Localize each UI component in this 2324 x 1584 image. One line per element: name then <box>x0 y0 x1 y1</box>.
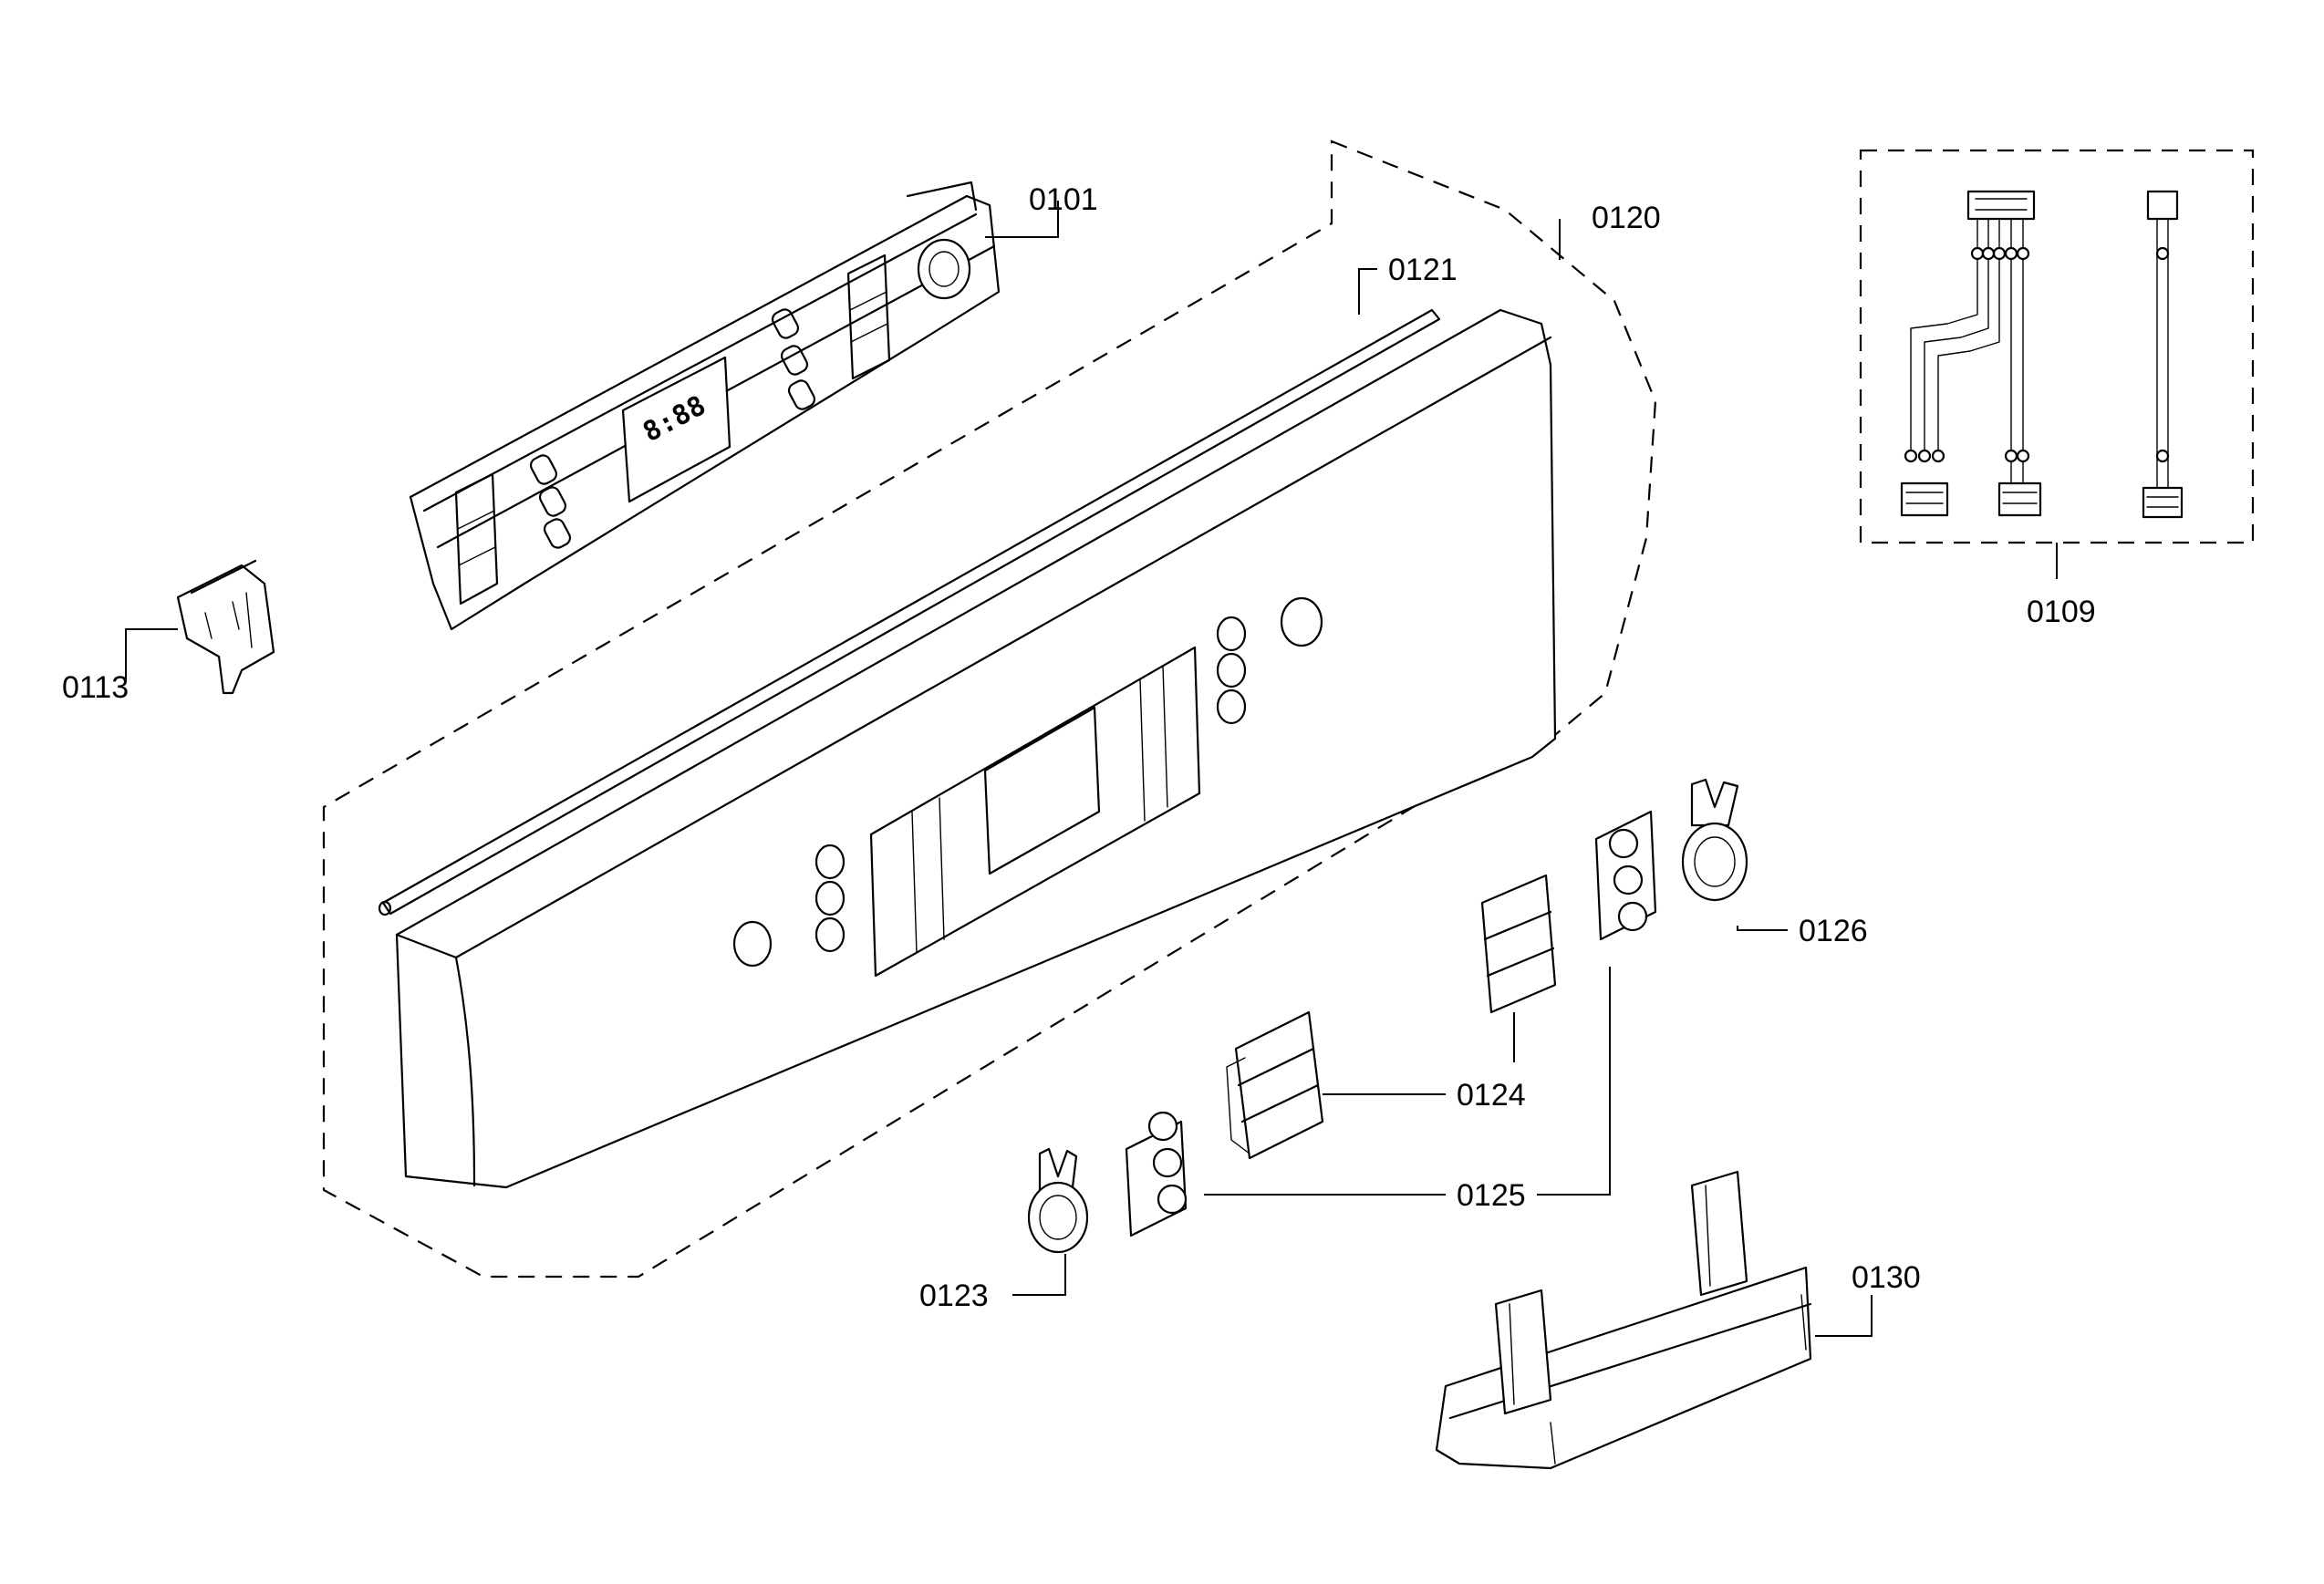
wiring-harness-kit <box>1859 149 2255 544</box>
kit-0109-boundary <box>1859 149 2255 544</box>
part-label-0121: 0121 <box>1388 253 1458 287</box>
rotary-knob-right <box>1681 778 1748 902</box>
leader-0125 <box>1204 967 1611 1196</box>
switch-block-lower <box>1226 1010 1324 1160</box>
control-panel-fascia <box>395 308 1557 1189</box>
part-label-0101: 0101 <box>1029 182 1098 217</box>
leader-0124 <box>1323 1012 1515 1095</box>
part-label-0109: 0109 <box>2027 595 2096 629</box>
leader-0130 <box>1815 1295 1873 1337</box>
leader-0121 <box>1358 268 1377 315</box>
leader-0101 <box>985 201 1059 238</box>
seal-strip <box>378 308 1441 916</box>
leader-0123 <box>1012 1254 1066 1296</box>
cover-bracket <box>1435 1170 1812 1470</box>
part-label-0113: 0113 <box>62 670 129 705</box>
clip-part <box>176 559 275 695</box>
leader-0113 <box>125 628 178 679</box>
button-set-left <box>1125 1111 1188 1237</box>
rotary-knob <box>1027 1147 1089 1254</box>
part-label-0120: 0120 <box>1592 201 1661 235</box>
part-label-0123: 0123 <box>919 1279 989 1313</box>
leader-0126 <box>1737 926 1788 931</box>
part-label-0126: 0126 <box>1799 914 1868 948</box>
part-label-0125: 0125 <box>1457 1178 1526 1213</box>
switch-block-upper <box>1480 874 1557 1014</box>
button-set-right <box>1594 810 1657 941</box>
part-label-0124: 0124 <box>1457 1078 1526 1113</box>
control-module: 8:88 <box>409 181 1001 631</box>
part-label-0130: 0130 <box>1852 1260 1921 1295</box>
